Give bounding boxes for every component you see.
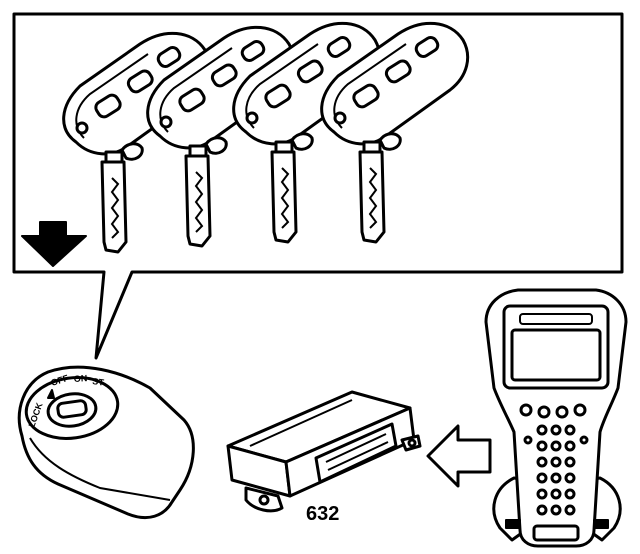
ignition-position-on: ON bbox=[73, 373, 87, 384]
ignition-position-st: ST bbox=[92, 376, 105, 388]
ignition-switch: LOCK OFF ON ST bbox=[17, 365, 195, 519]
arrow-down-icon bbox=[21, 221, 87, 267]
module-label: 632 bbox=[306, 503, 339, 525]
scan-tool bbox=[484, 288, 628, 548]
control-module: 632 bbox=[226, 390, 422, 525]
callout-frame bbox=[12, 12, 624, 360]
scan-tool-keypad bbox=[523, 424, 589, 516]
arrow-left-icon bbox=[426, 424, 492, 488]
